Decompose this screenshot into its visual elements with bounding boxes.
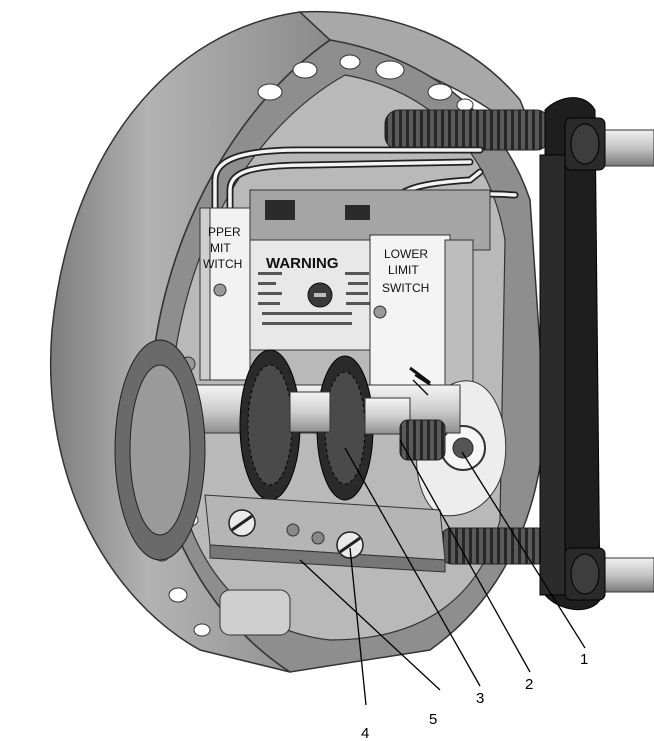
lower-switch-label-line-3: SWITCH bbox=[382, 281, 429, 295]
callout-1: 1 bbox=[580, 651, 588, 668]
callout-5: 5 bbox=[429, 711, 437, 728]
callout-2: 2 bbox=[525, 676, 533, 693]
warning-title: WARNING bbox=[266, 255, 339, 272]
shaft-spring bbox=[399, 419, 446, 461]
clamp-bar bbox=[204, 494, 446, 573]
callout-3: 3 bbox=[476, 690, 484, 707]
upper-limit-switch bbox=[180, 207, 251, 381]
end-plate-assembly bbox=[384, 97, 654, 611]
upper-switch-label-line-1: PPER bbox=[208, 225, 241, 239]
upper-switch-label-line-2: MIT bbox=[210, 241, 231, 255]
motor-housing bbox=[219, 589, 291, 636]
upper-switch-label-line-3: WITCH bbox=[203, 257, 242, 271]
callout-4: 4 bbox=[361, 725, 369, 741]
leader-lines bbox=[299, 379, 586, 706]
drive-gear bbox=[114, 339, 206, 561]
lower-switch-label-line-2: LIMIT bbox=[388, 263, 419, 277]
warning-plate bbox=[249, 239, 376, 351]
lower-switch-label-line-1: LOWER bbox=[384, 247, 428, 261]
